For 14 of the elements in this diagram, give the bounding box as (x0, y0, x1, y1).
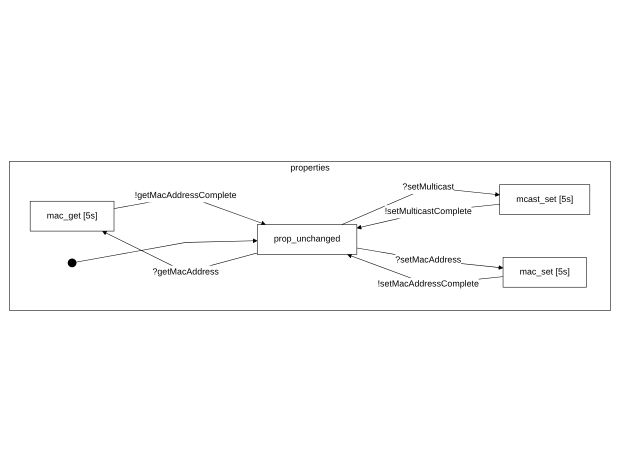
edge-label: ?setMulticast (402, 182, 454, 192)
edge-label: ?setMacAddress (395, 254, 462, 264)
node-circle (68, 258, 77, 267)
arrow (356, 204, 500, 230)
edge-label: !getMacAddressComplete (134, 190, 237, 200)
node-box: mac_set [5s] (502, 256, 587, 288)
arrow (76, 238, 258, 262)
node-box: mcast_set [5s] (499, 184, 590, 214)
edge-label: !setMacAddressComplete (378, 279, 479, 288)
edge-label: ?getMacAddress (152, 266, 219, 276)
arrow (356, 247, 504, 270)
edge-label: !setMulticastComplete (384, 206, 472, 216)
node-box: mac_get [5s] (30, 200, 114, 231)
node-box: prop_unchanged (256, 224, 358, 254)
